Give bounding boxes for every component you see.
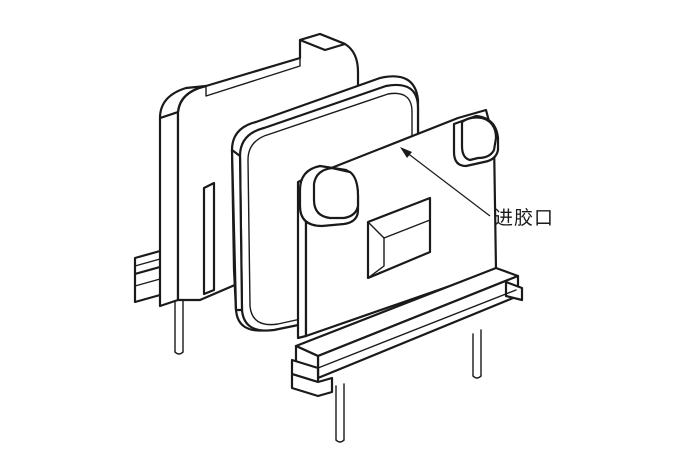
leader-arrowhead [400, 147, 412, 158]
callout-leader [400, 147, 491, 217]
front-flange [290, 108, 524, 443]
back-flange-slot [202, 181, 216, 296]
injection-gate-label: 进胶口 [494, 207, 555, 229]
back-flange-edge [158, 110, 180, 308]
back-flange-top-tab [298, 32, 347, 52]
middle-flange-edge [230, 148, 244, 312]
